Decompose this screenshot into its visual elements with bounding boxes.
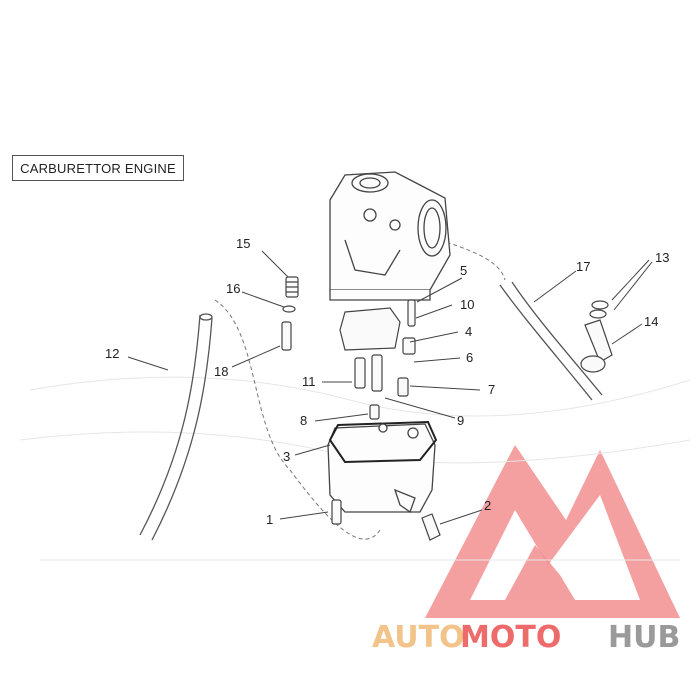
watermark-text: AUTO MOTO HUB	[372, 620, 680, 655]
part-13-clips	[589, 300, 609, 319]
part-14-choke	[580, 319, 613, 373]
part-2-drain-screw	[421, 513, 441, 541]
float-bowl	[327, 420, 438, 514]
diagram-title: CARBURETTOR ENGINE	[12, 155, 184, 181]
callout-14: 14	[644, 314, 658, 329]
callout-15: 15	[236, 236, 250, 251]
callout-13: 13	[655, 250, 669, 265]
part-10-needle	[407, 299, 416, 327]
part-8-jet	[369, 404, 380, 420]
callout-11: 11	[302, 374, 316, 389]
callout-2: 2	[484, 498, 491, 513]
leader-lines	[127, 250, 653, 525]
callout-7: 7	[488, 382, 495, 397]
background-sketch	[19, 376, 691, 561]
callout-8: 8	[300, 413, 307, 428]
callout-17: 17	[576, 259, 590, 274]
part-7-screw	[397, 377, 409, 397]
callout-18: 18	[214, 364, 228, 379]
part-15-spring	[285, 276, 299, 298]
carburettor-body	[329, 171, 451, 301]
callout-9: 9	[457, 413, 464, 428]
callout-4: 4	[465, 324, 472, 339]
watermark-hub: HUB	[608, 620, 680, 655]
callout-10: 10	[460, 297, 474, 312]
callout-16: 16	[226, 281, 240, 296]
part-18-screw	[281, 321, 292, 351]
part-1-screw	[331, 499, 342, 525]
part-4-plate	[339, 307, 416, 355]
hose-17	[499, 281, 603, 401]
callout-1: 1	[266, 512, 273, 527]
callout-5: 5	[460, 263, 467, 278]
callout-3: 3	[283, 449, 290, 464]
part-11-jets	[354, 354, 383, 392]
hose-12	[139, 313, 213, 541]
part-16-oring	[282, 305, 296, 313]
watermark-moto: MOTO	[460, 620, 561, 655]
watermark-auto: AUTO	[372, 620, 465, 655]
watermark-logo	[425, 445, 680, 618]
callout-12: 12	[105, 346, 119, 361]
callout-6: 6	[466, 350, 473, 365]
